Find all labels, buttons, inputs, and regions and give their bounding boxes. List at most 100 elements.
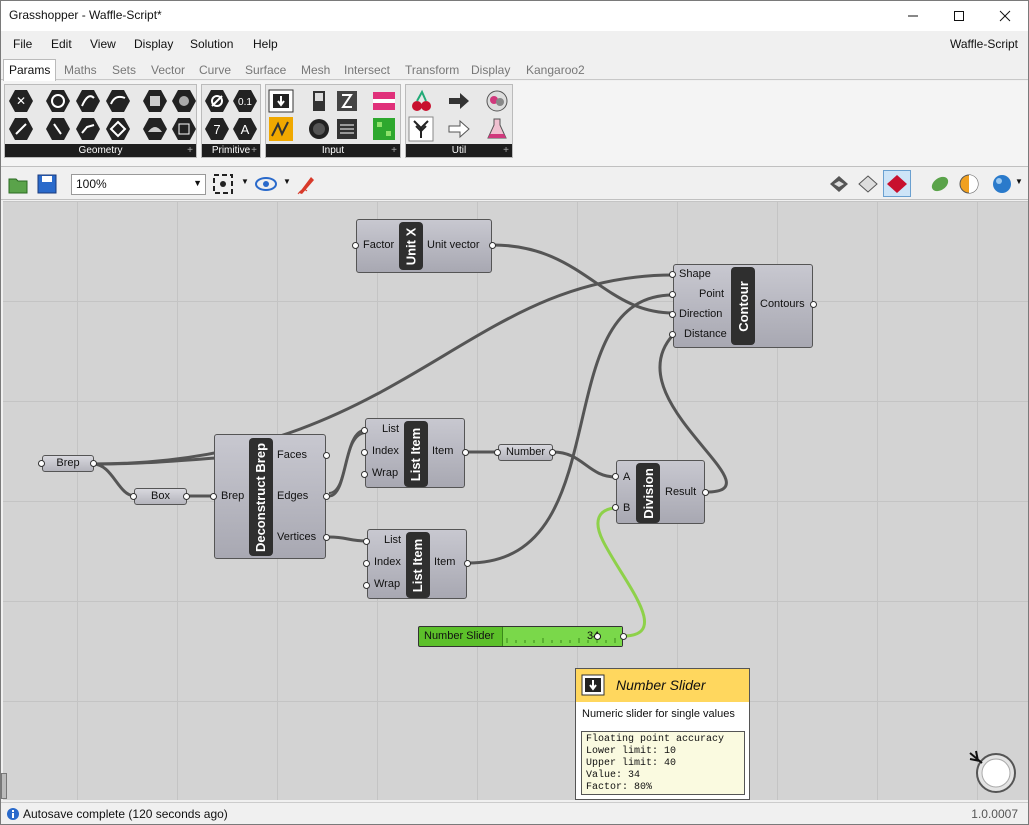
preview-shaded-icon[interactable] — [857, 173, 879, 195]
list-item-1-wrap-grip[interactable] — [361, 471, 368, 478]
zoom-extents-icon[interactable] — [212, 173, 236, 195]
mesh-icon[interactable] — [171, 116, 197, 142]
graph-mapper-icon[interactable] — [268, 116, 294, 142]
zoom-select[interactable]: 100% ▼ — [71, 174, 206, 195]
value-list-icon[interactable] — [334, 88, 360, 114]
vector-icon[interactable] — [8, 116, 34, 142]
division-component[interactable]: A B Division Result — [616, 460, 705, 524]
tab-display[interactable]: Display — [471, 63, 511, 77]
galapagos-icon[interactable] — [484, 88, 510, 114]
polyline-icon[interactable] — [75, 116, 101, 142]
deconstruct-brep-component[interactable]: Brep Deconstruct Brep Faces Edges Vertic… — [214, 434, 326, 559]
list-item-2-list-grip[interactable] — [363, 538, 370, 545]
box-param[interactable]: Box — [134, 488, 187, 505]
deconstruct-input-grip[interactable] — [210, 493, 217, 500]
menu-display[interactable]: Display — [134, 37, 174, 51]
contour-component[interactable]: Shape Point Direction Distance Contour C… — [673, 264, 813, 348]
division-a-grip[interactable] — [612, 473, 619, 480]
navigation-compass-icon[interactable] — [968, 749, 1020, 795]
menu-edit[interactable]: Edit — [51, 37, 72, 51]
minimize-button[interactable] — [890, 1, 936, 31]
number-slider[interactable]: Number Slider 34 — [418, 626, 623, 647]
brep-input-grip[interactable] — [38, 460, 45, 467]
list-item-component-1[interactable]: List Index Wrap List Item Item — [365, 418, 465, 488]
chevron-down-icon[interactable]: ▼ — [241, 177, 249, 186]
grasshopper-canvas[interactable]: Factor Unit X Unit vector Shape Point Di… — [1, 201, 1028, 800]
potion-flask-icon[interactable] — [484, 116, 510, 142]
unit-x-output-grip[interactable] — [489, 242, 496, 249]
circular-arc-icon[interactable] — [75, 88, 101, 114]
box-input-grip[interactable] — [130, 493, 137, 500]
canvas-sphere-icon[interactable] — [991, 173, 1013, 195]
tab-params[interactable]: Params — [3, 59, 57, 81]
number-output-grip[interactable] — [549, 449, 556, 456]
number-input-grip[interactable] — [494, 449, 501, 456]
boolean-toggle-icon[interactable] — [306, 88, 332, 114]
deconstruct-faces-grip[interactable] — [323, 452, 330, 459]
circle-icon[interactable] — [45, 88, 71, 114]
list-item-1-output-grip[interactable] — [462, 449, 469, 456]
brep-icon[interactable] — [171, 88, 197, 114]
tab-transform[interactable]: Transform — [405, 63, 460, 77]
boolean-icon[interactable] — [204, 88, 230, 114]
surface-icon[interactable] — [142, 116, 168, 142]
tab-curve[interactable]: Curve — [199, 63, 232, 77]
number-slider-knob[interactable] — [594, 633, 602, 640]
preview-mesh-quality-icon[interactable] — [958, 173, 980, 195]
contour-distance-grip[interactable] — [669, 331, 676, 338]
button-icon[interactable] — [306, 116, 332, 142]
box-icon[interactable] — [142, 88, 168, 114]
chevron-down-icon[interactable]: ▼ — [283, 177, 291, 186]
tab-kangaroo2[interactable]: Kangaroo2 — [526, 63, 585, 77]
unit-x-component[interactable]: Factor Unit X Unit vector — [356, 219, 492, 273]
colour-swatch-icon[interactable] — [371, 116, 397, 142]
integer-icon[interactable]: 7 — [204, 116, 230, 142]
close-button[interactable] — [982, 1, 1028, 31]
plane-icon[interactable] — [105, 116, 131, 142]
division-b-grip[interactable] — [612, 504, 619, 511]
cherry-picker-icon[interactable] — [408, 88, 434, 114]
division-output-grip[interactable] — [702, 489, 709, 496]
tab-mesh[interactable]: Mesh — [301, 63, 331, 77]
number-slider-output-grip[interactable] — [620, 633, 627, 640]
open-file-icon[interactable] — [7, 173, 29, 195]
text-icon[interactable]: A — [232, 116, 258, 142]
data-dam-icon[interactable] — [446, 88, 472, 114]
contour-output-grip[interactable] — [810, 301, 817, 308]
scroll-handle[interactable] — [1, 773, 7, 799]
list-item-2-index-grip[interactable] — [363, 560, 370, 567]
list-item-1-index-grip[interactable] — [361, 449, 368, 456]
tab-sets[interactable]: Sets — [112, 63, 137, 77]
list-item-2-output-grip[interactable] — [464, 560, 471, 567]
menu-file[interactable]: File — [13, 37, 33, 51]
deconstruct-edges-grip[interactable] — [323, 493, 330, 500]
tab-maths[interactable]: Maths — [64, 63, 97, 77]
list-item-component-2[interactable]: List Index Wrap List Item Item — [367, 529, 467, 599]
arrow-right-icon[interactable] — [446, 116, 472, 142]
box-output-grip[interactable] — [183, 493, 190, 500]
contour-direction-grip[interactable] — [669, 311, 676, 318]
chevron-down-icon[interactable]: ▼ — [1015, 177, 1023, 186]
deconstruct-vertices-grip[interactable] — [323, 534, 330, 541]
preview-selected-button[interactable] — [883, 170, 911, 197]
line-icon[interactable] — [45, 116, 71, 142]
preview-wireframe-icon[interactable] — [828, 173, 850, 195]
curve-icon[interactable] — [105, 88, 131, 114]
menu-solution[interactable]: Solution — [190, 37, 234, 51]
list-item-2-wrap-grip[interactable] — [363, 582, 370, 589]
geometry-icon[interactable]: ✕ — [8, 88, 34, 114]
panel-icon[interactable] — [334, 116, 360, 142]
document-preview-settings-icon[interactable] — [929, 173, 951, 195]
list-item-1-list-grip[interactable] — [361, 427, 368, 434]
brep-output-grip[interactable] — [90, 460, 97, 467]
number-slider-icon[interactable] — [268, 88, 294, 114]
menu-help[interactable]: Help — [253, 37, 278, 51]
maximize-button[interactable] — [936, 1, 982, 31]
tab-intersect[interactable]: Intersect — [344, 63, 391, 77]
number-param[interactable]: Number — [498, 444, 553, 461]
sketch-pen-icon[interactable] — [295, 173, 317, 195]
number-icon[interactable]: 0.1 — [232, 88, 258, 114]
contour-shape-grip[interactable] — [669, 271, 676, 278]
brep-param[interactable]: Brep — [42, 455, 94, 472]
menu-view[interactable]: View — [90, 37, 116, 51]
